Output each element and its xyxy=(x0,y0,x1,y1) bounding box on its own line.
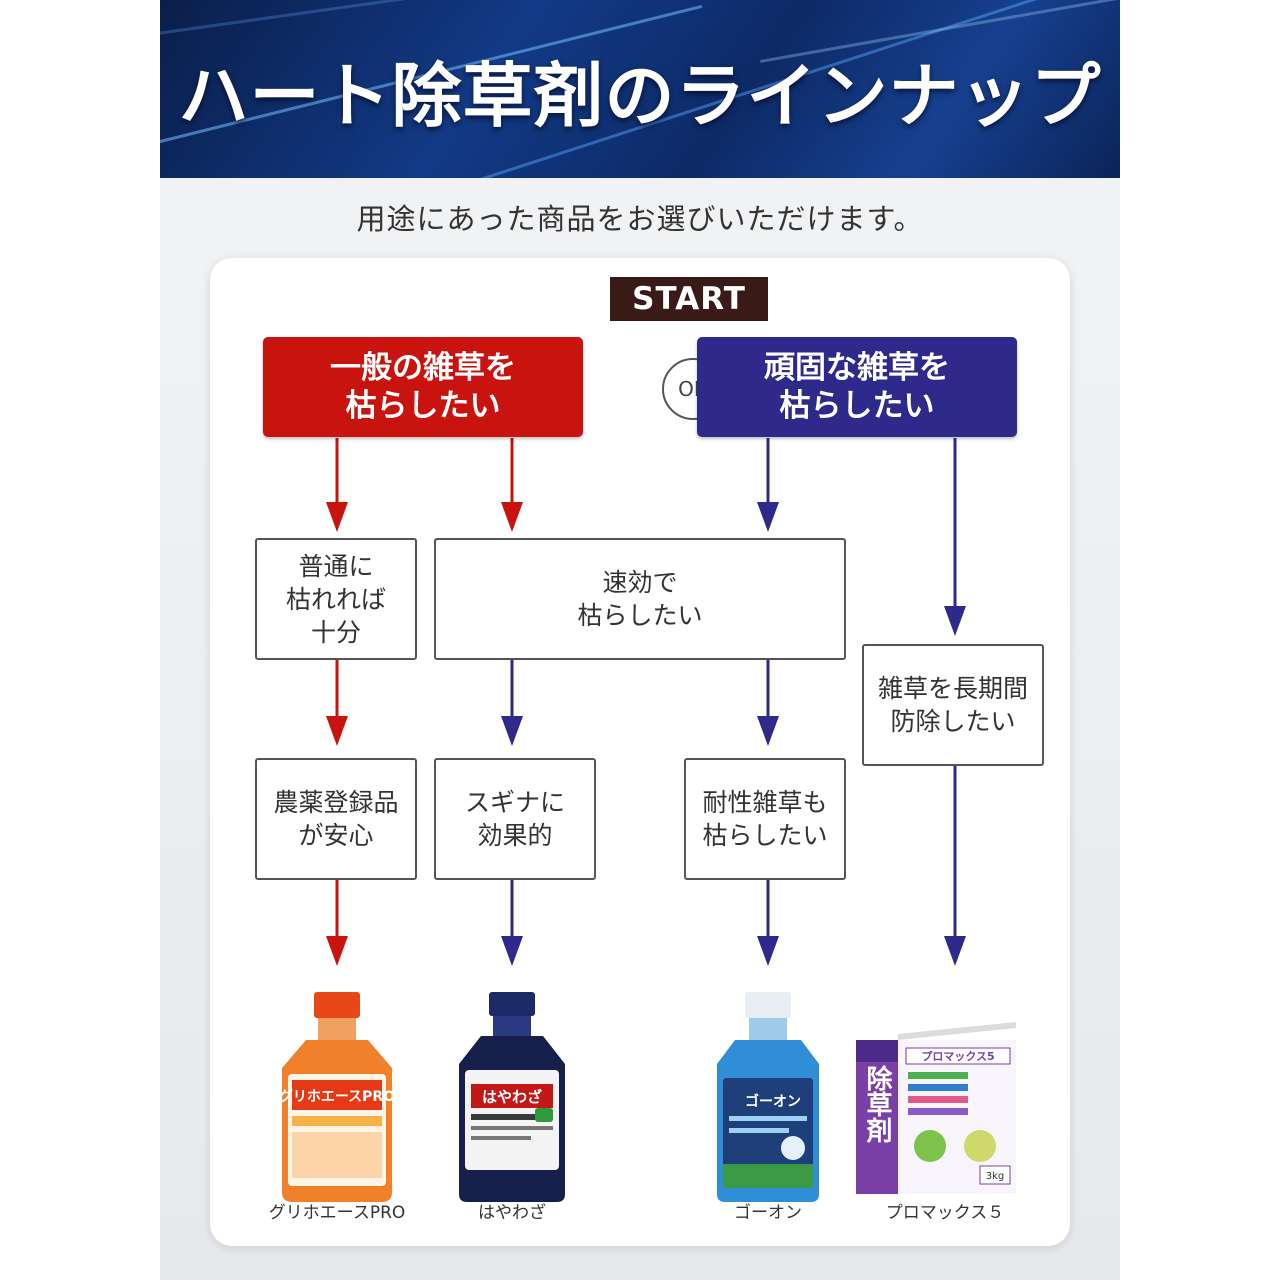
product-promax-box: 除草剤 プロマックス5 3kg xyxy=(856,1022,1016,1194)
product-name-glyhoace: グリホエースPRO xyxy=(268,1203,406,1223)
arrowhead-red xyxy=(326,502,348,532)
subtitle: 用途にあった商品をお選びいただけます。 xyxy=(356,202,924,236)
hayawaza-bottle-text: はやわざ xyxy=(482,1088,542,1106)
promax-box-size-text: 3kg xyxy=(986,1171,1005,1182)
arrowhead-blue xyxy=(757,936,779,966)
glyhoace-bottle-text: グリホエースPRO xyxy=(279,1088,395,1105)
node-sugina: スギナに 効果的 xyxy=(434,758,596,880)
arrowhead-blue xyxy=(757,502,779,532)
product-name-promax: プロマックス５ xyxy=(885,1203,1005,1223)
product-name-hayawaza: はやわざ xyxy=(478,1203,546,1223)
banner-title: ハート除草剤のラインナップ xyxy=(178,55,1102,137)
node-long-term: 雑草を長期間 防除したい xyxy=(862,644,1044,766)
stubborn-weeds-header: 頑固な雑草を 枯らしたい xyxy=(697,337,1017,437)
product-name-goon: ゴーオン xyxy=(734,1203,802,1223)
product-glyhoace-bottle: グリホエースPRO xyxy=(279,992,395,1202)
arrowhead-blue xyxy=(501,936,523,966)
node-fast-kill: 速効で 枯らしたい xyxy=(434,538,846,660)
goon-bottle-text: ゴーオン xyxy=(745,1093,801,1110)
arrowhead-blue xyxy=(501,716,523,746)
node-resistant: 耐性雑草も 枯らしたい xyxy=(684,758,846,880)
arrowhead-blue xyxy=(944,606,966,636)
arrowhead-red xyxy=(326,936,348,966)
product-goon-bottle: ゴーオン xyxy=(717,992,819,1202)
flow-arrows xyxy=(326,438,966,966)
general-weeds-header: 一般の雑草を 枯らしたい xyxy=(263,337,583,437)
start-label: START xyxy=(610,277,768,321)
arrowhead-red xyxy=(326,716,348,746)
node-registered: 農薬登録品 が安心 xyxy=(255,758,417,880)
product-hayawaza-bottle: はやわざ xyxy=(459,992,565,1202)
flowchart-card: START 一般の雑草を 枯らしたい OR 頑固な雑草を 枯らしたい 普通に 枯… xyxy=(210,258,1070,1246)
node-normal-kill: 普通に 枯れれば 十分 xyxy=(255,538,417,660)
promax-box-main-text: 除草剤 xyxy=(862,1064,893,1143)
banner-streak xyxy=(160,0,497,43)
promax-box-brand-text: プロマックス5 xyxy=(921,1049,994,1063)
arrowhead-blue xyxy=(944,936,966,966)
arrowhead-blue xyxy=(757,716,779,746)
arrowhead-red xyxy=(501,502,523,532)
page: ハート除草剤のラインナップ 用途にあった商品をお選びいただけます。 xyxy=(160,0,1120,1280)
banner: ハート除草剤のラインナップ xyxy=(160,0,1120,178)
